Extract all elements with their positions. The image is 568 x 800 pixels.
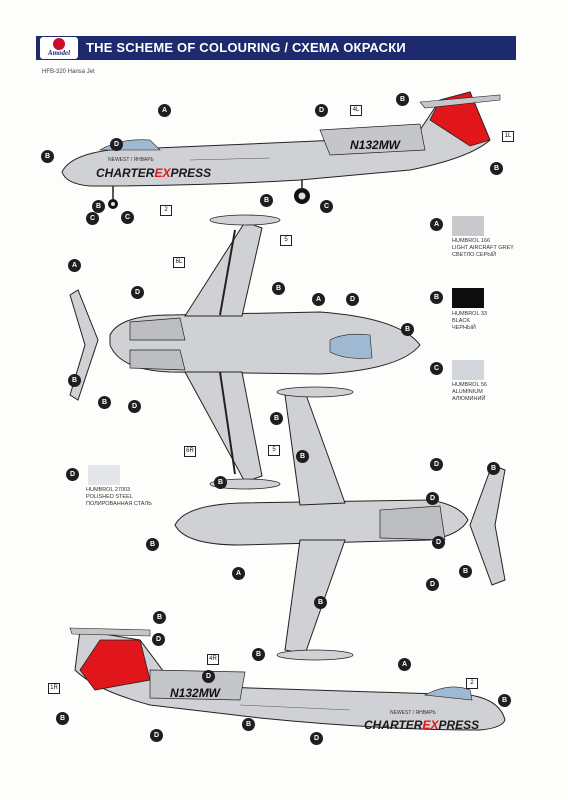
callout-b: B xyxy=(401,323,414,336)
part-box-6r: 6R xyxy=(184,446,196,457)
brand-charter: CHARTER xyxy=(96,166,155,180)
callout-a: A xyxy=(68,259,81,272)
callout-b: B xyxy=(214,476,227,489)
callout-b: B xyxy=(92,200,105,213)
part-box-5-lower: 5 xyxy=(268,445,280,456)
callout-b: B xyxy=(242,718,255,731)
callout-b: B xyxy=(260,194,273,207)
callout-b: B xyxy=(272,282,285,295)
part-box-1l: 1L xyxy=(502,131,514,142)
callout-c: C xyxy=(121,211,134,224)
legend-a-line1: HUMBROL 166 xyxy=(452,238,491,244)
registration-bottom: N132MW xyxy=(170,686,221,700)
callout-b: B xyxy=(296,450,309,463)
tagline-bottom: NEWEST / ЯНВАРЬ xyxy=(390,710,436,716)
callout-b: B xyxy=(396,93,409,106)
brand-ex: EX xyxy=(154,166,171,180)
callout-b: B xyxy=(68,374,81,387)
callout-b: B xyxy=(41,150,54,163)
callout-b: B xyxy=(498,694,511,707)
brand-press: PRESS xyxy=(170,166,212,180)
legend-a-line3: СВЕТЛО СЕРЫЙ xyxy=(452,252,497,258)
callout-d: D xyxy=(430,458,443,471)
logo-text: Amodel xyxy=(47,49,71,57)
legend-swatch-c xyxy=(452,360,484,380)
callout-b: B xyxy=(490,162,503,175)
legend-b-line3: ЧЕРНЫЙ xyxy=(452,325,476,331)
callout-a: A xyxy=(158,104,171,117)
part-box-5: 5 xyxy=(280,235,292,246)
callout-c: C xyxy=(320,200,333,213)
callout-b: B xyxy=(56,712,69,725)
page-title: THE SCHEME OF COLOURING / СХЕМА ОКРАСКИ xyxy=(86,40,406,55)
side-view-left xyxy=(61,91,501,209)
legend-badge-c: C xyxy=(430,362,443,375)
tagline-top: NEWEST / ЯНВАРЬ xyxy=(108,157,154,163)
brand-logo-bottom: CHARTEREXPRESS xyxy=(364,716,479,734)
plan-view-top xyxy=(69,214,421,490)
callout-d: D xyxy=(315,104,328,117)
part-box-4l: 4L xyxy=(350,105,362,116)
callout-b: B xyxy=(459,565,472,578)
legend-badge-d: D xyxy=(66,468,79,481)
callout-a: A xyxy=(398,658,411,671)
callout-d: D xyxy=(432,536,445,549)
legend-swatch-d xyxy=(88,465,120,485)
callout-d: D xyxy=(426,578,439,591)
brand-press: PRESS xyxy=(438,718,480,732)
legend-text-c: HUMBROL 56 ALUMINIUM АЛЮМИНИЙ xyxy=(452,382,487,403)
callout-b: B xyxy=(487,462,500,475)
part-box-1r: 1R xyxy=(48,683,60,694)
part-box-2-lower: 2 xyxy=(466,678,478,689)
aircraft-name: HFB-320 Hansa Jet xyxy=(42,69,95,75)
callout-b: B xyxy=(153,611,166,624)
callout-a: A xyxy=(232,567,245,580)
legend-text-d: HUMBROL 27003 POLISHED STEEL ПОЛИРОВАННА… xyxy=(86,487,152,508)
legend-a-line2: LIGHT AIRCRAFT GREY xyxy=(452,245,514,251)
legend-text-a: HUMBROL 166 LIGHT AIRCRAFT GREY СВЕТЛО С… xyxy=(452,238,514,259)
legend-d-line2: POLISHED STEEL xyxy=(86,494,133,500)
callout-c: C xyxy=(86,212,99,225)
legend-swatch-a xyxy=(452,216,484,236)
brand-ex: EX xyxy=(422,718,439,732)
brand-logo-top: CHARTEREXPRESS xyxy=(96,164,211,182)
callout-d: D xyxy=(346,293,359,306)
legend-text-b: HUMBROL 33 BLACK ЧЕРНЫЙ xyxy=(452,311,487,332)
legend-b-line2: BLACK xyxy=(452,318,471,324)
callout-b: B xyxy=(98,396,111,409)
callout-a: A xyxy=(312,293,325,306)
callout-d: D xyxy=(426,492,439,505)
callout-b: B xyxy=(270,412,283,425)
callout-d: D xyxy=(310,732,323,745)
callout-b: B xyxy=(252,648,265,661)
callout-d: D xyxy=(128,400,141,413)
part-box-6l: 6L xyxy=(173,257,185,268)
legend-c-line3: АЛЮМИНИЙ xyxy=(452,396,486,402)
callout-b: B xyxy=(146,538,159,551)
legend-b-line1: HUMBROL 33 xyxy=(452,311,487,317)
callout-b: B xyxy=(314,596,327,609)
title-band xyxy=(36,36,516,60)
callout-d: D xyxy=(150,729,163,742)
callout-d: D xyxy=(152,633,165,646)
legend-d-line1: HUMBROL 27003 xyxy=(86,487,131,493)
legend-c-line2: ALUMINIUM xyxy=(452,389,483,395)
callout-d: D xyxy=(110,138,123,151)
legend-d-line3: ПОЛИРОВАННАЯ СТАЛЬ xyxy=(86,501,152,507)
legend-badge-a: A xyxy=(430,218,443,231)
callout-d: D xyxy=(202,670,215,683)
callout-d: D xyxy=(131,286,144,299)
legend-swatch-b xyxy=(452,288,484,308)
amodel-logo: Amodel xyxy=(40,37,78,59)
logo-disc-icon xyxy=(53,38,65,50)
registration-top: N132MW xyxy=(350,138,401,152)
part-box-2: 2 xyxy=(160,205,172,216)
part-box-4r: 4R xyxy=(207,654,219,665)
legend-badge-b: B xyxy=(430,291,443,304)
legend-c-line1: HUMBROL 56 xyxy=(452,382,487,388)
brand-charter: CHARTER xyxy=(364,718,423,732)
